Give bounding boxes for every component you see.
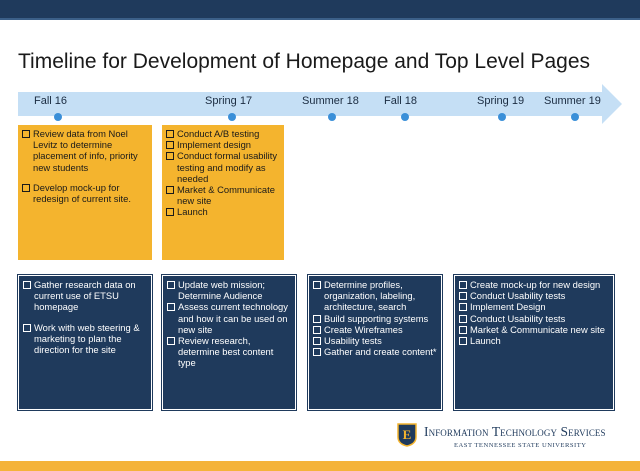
top-banner (0, 0, 640, 20)
task-item: Launch (166, 206, 280, 217)
task-item: Review research, determine best content … (167, 335, 291, 369)
task-item: Implement design (166, 139, 280, 150)
navy-task-box-2: Update web mission; Determine Audience A… (161, 274, 297, 411)
timeline-dot (498, 113, 506, 121)
task-item: Usability tests (313, 335, 437, 346)
task-item: Implement Design (459, 301, 609, 312)
navy-task-box-3: Determine profiles, organization, labeli… (307, 274, 443, 411)
task-item: Market & Communicate new site (459, 324, 609, 335)
top-banner-accent (0, 18, 640, 20)
navy-task-box-1: Gather research data on current use of E… (17, 274, 153, 411)
logo-title: Information Technology Services (424, 424, 606, 439)
bottom-banner (0, 461, 640, 471)
task-item: Determine profiles, organization, labeli… (313, 279, 437, 313)
task-item: Conduct Usability tests (459, 313, 609, 324)
timeline-arrow-shape (18, 84, 622, 124)
timeline-dot (328, 113, 336, 121)
timeline-dot (54, 113, 62, 121)
task-item: Conduct A/B testing (166, 128, 280, 139)
timeline-dot (228, 113, 236, 121)
gold-task-box-1: Review data from Noel Levitz to determin… (18, 125, 152, 260)
timeline-arrow (18, 84, 622, 124)
timeline-dot (571, 113, 579, 121)
task-item: Build supporting systems (313, 313, 437, 324)
phase-label-summer-19: Summer 19 (544, 95, 601, 107)
task-item: Create mock-up for new design (459, 279, 609, 290)
svg-text:E: E (403, 427, 412, 442)
task-item: Create Wireframes (313, 324, 437, 335)
task-item: Conduct formal usability testing and mod… (166, 150, 280, 184)
timeline-dot (401, 113, 409, 121)
logo-subtitle: East Tennessee State University (454, 442, 587, 449)
task-item: Conduct Usability tests (459, 290, 609, 301)
etsu-shield-icon: E (397, 423, 417, 447)
navy-task-box-4: Create mock-up for new design Conduct Us… (453, 274, 615, 411)
task-item: Gather research data on current use of E… (23, 279, 147, 313)
task-item: Assess current technology and how it can… (167, 301, 291, 335)
phase-label-spring-17: Spring 17 (205, 95, 253, 107)
phase-label-spring-19: Spring 19 (477, 95, 525, 107)
phase-label-summer-18: Summer 18 (302, 95, 359, 107)
task-item: Update web mission; Determine Audience (167, 279, 291, 301)
task-item: Work with web steering & marketing to pl… (23, 322, 147, 356)
phase-label-fall-16: Fall 16 (34, 95, 68, 107)
task-item: Market & Communicate new site (166, 184, 280, 206)
task-item: Review data from Noel Levitz to determin… (22, 128, 148, 173)
task-item: Develop mock-up for redesign of current … (22, 182, 148, 204)
task-item: Launch (459, 335, 609, 346)
task-item: Gather and create content* (313, 346, 437, 357)
gold-task-box-2: Conduct A/B testing Implement design Con… (162, 125, 284, 260)
its-logo: E Information Technology Services East T… (390, 421, 620, 457)
slide-title: Timeline for Development of Homepage and… (18, 50, 591, 73)
phase-label-fall-18: Fall 18 (384, 95, 418, 107)
